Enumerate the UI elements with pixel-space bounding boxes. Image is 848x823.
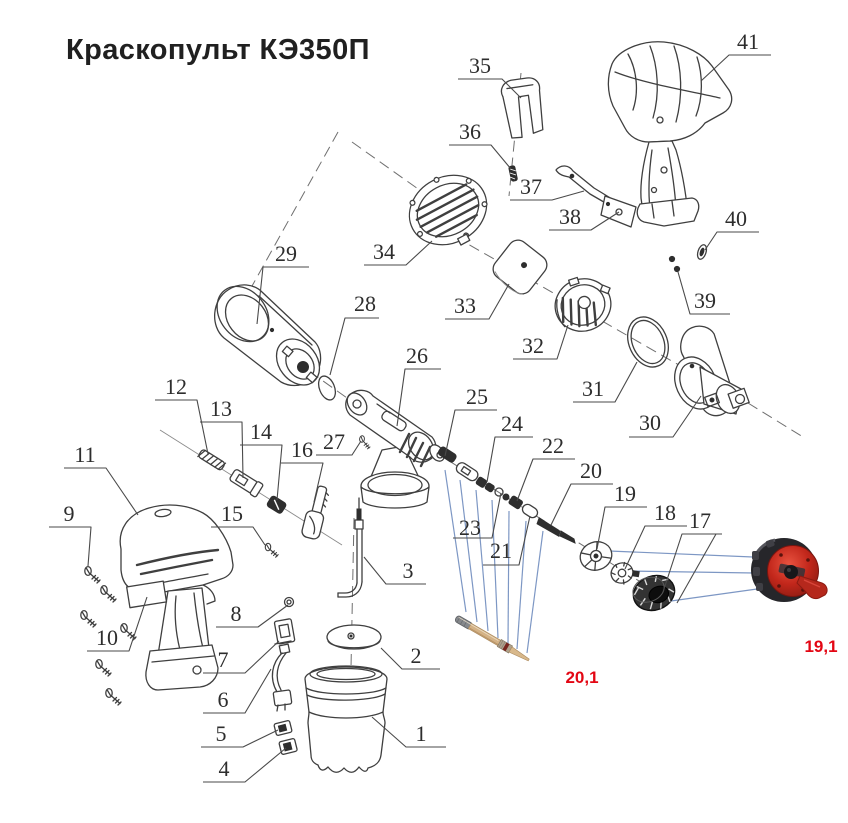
part-2-cup-lid <box>326 624 382 650</box>
part-3-suction-tube <box>337 497 364 598</box>
part-label-34: 34 <box>373 239 395 264</box>
part-11-main-housing <box>119 504 234 691</box>
part-label-17: 17 <box>689 508 711 533</box>
part-label-24: 24 <box>501 411 523 436</box>
part-label-22: 22 <box>542 433 564 458</box>
part-7-switch-bracket <box>273 618 296 645</box>
part-label-14: 14 <box>250 419 272 444</box>
part-10-nameplate <box>126 580 168 609</box>
part-label-30: 30 <box>639 410 661 435</box>
part-label-20: 20 <box>580 458 602 483</box>
part-39-screws <box>668 255 681 273</box>
part-label-19: 19 <box>614 481 636 506</box>
part-12-spring <box>197 449 227 471</box>
highlight-label-20,1: 20,1 <box>565 668 599 687</box>
part-37-lever-rod <box>555 165 613 206</box>
part-label-40: 40 <box>725 206 747 231</box>
part-18-washer <box>610 561 640 585</box>
parts-20-25-nozzle-chain <box>437 446 576 544</box>
part-26-front-body <box>345 389 445 509</box>
part-label-9: 9 <box>63 501 75 526</box>
part-label-6: 6 <box>217 687 229 712</box>
part-label-29: 29 <box>275 241 297 266</box>
part-label-27: 27 <box>323 429 345 454</box>
part-label-28: 28 <box>354 291 376 316</box>
part-17-cone-nut <box>632 574 676 612</box>
part-36-pin <box>508 165 518 182</box>
part-13-latch <box>229 469 264 498</box>
part-label-35: 35 <box>469 53 491 78</box>
part-label-3: 3 <box>402 558 414 583</box>
part-40-clip <box>696 244 708 260</box>
part-30-rear-cap <box>674 325 750 417</box>
part-label-15: 15 <box>221 501 243 526</box>
part-label-41: 41 <box>737 29 759 54</box>
part-label-18: 18 <box>654 500 676 525</box>
part-label-13: 13 <box>210 396 232 421</box>
part-label-38: 38 <box>559 204 581 229</box>
part-34-filter-cover <box>408 174 488 246</box>
part-14-nut <box>266 495 287 514</box>
part-label-36: 36 <box>459 119 481 144</box>
part-label-4: 4 <box>218 756 230 781</box>
part-label-10: 10 <box>96 625 118 650</box>
highlight-label-19,1: 19,1 <box>804 637 838 656</box>
part-16-lock-lever <box>301 485 330 540</box>
part-label-26: 26 <box>406 343 428 368</box>
photo-air-cap-assembly <box>751 538 828 602</box>
part-5-connector <box>273 720 293 736</box>
part-label-2: 2 <box>410 643 422 668</box>
part-31-o-ring <box>627 316 669 368</box>
part-1-paint-cup <box>304 665 388 773</box>
part-label-31: 31 <box>582 376 604 401</box>
part-label-39: 39 <box>694 288 716 313</box>
part-label-21: 21 <box>490 538 512 563</box>
part-label-25: 25 <box>466 384 488 409</box>
part-label-37: 37 <box>520 174 542 199</box>
part-label-33: 33 <box>454 293 476 318</box>
part-41-handle-shell <box>607 41 733 227</box>
part-label-7: 7 <box>217 647 229 672</box>
part-38-bracket <box>600 195 637 228</box>
part-19-fan-spider <box>579 541 613 571</box>
part-33-filter-pad <box>492 239 548 295</box>
part-28-o-ring <box>317 375 337 401</box>
part-label-23: 23 <box>459 515 481 540</box>
part-label-32: 32 <box>522 333 544 358</box>
photo-needle-assembly <box>454 615 530 662</box>
part-32-turbine-fan <box>554 276 612 332</box>
part-label-11: 11 <box>74 442 96 467</box>
leader-lines <box>49 54 771 783</box>
part-15-screw <box>264 542 279 558</box>
part-label-8: 8 <box>230 601 242 626</box>
part-label-12: 12 <box>165 374 187 399</box>
part-8-nut <box>283 596 295 608</box>
part-label-5: 5 <box>215 721 227 746</box>
part-6-wire-connector <box>271 643 293 712</box>
part-29-motor-housing <box>214 284 322 387</box>
part-35-trigger <box>500 77 544 139</box>
part-label-1: 1 <box>415 721 427 746</box>
part-label-16: 16 <box>291 437 313 462</box>
diagram-title: Краскопульт КЭ350П <box>66 34 370 66</box>
